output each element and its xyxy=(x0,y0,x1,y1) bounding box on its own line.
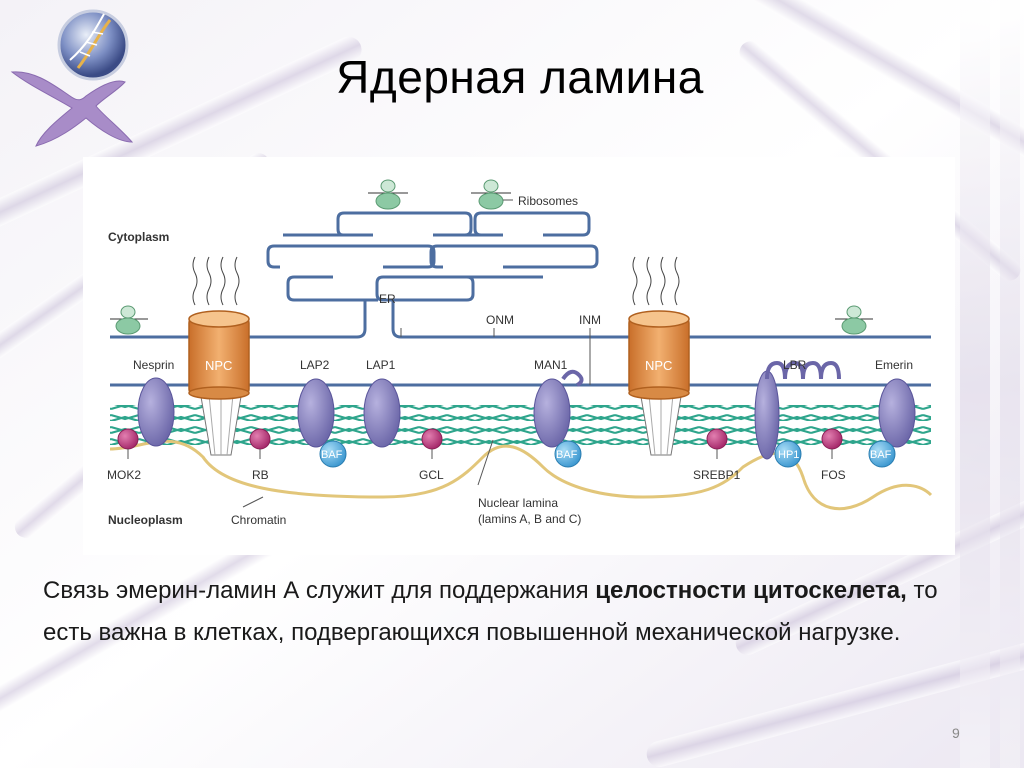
dna-globe-logo xyxy=(57,9,129,81)
body-bold-text: целостности xyxy=(595,577,747,604)
emerin-protein xyxy=(878,378,916,448)
lap2-label: LAP2 xyxy=(300,358,330,372)
npc-label: NPC xyxy=(205,358,232,373)
nuclear-pore-complex xyxy=(628,256,690,456)
rb-protein xyxy=(249,428,271,459)
gcl-protein xyxy=(421,428,443,459)
npc-label: NPC xyxy=(645,358,672,373)
man1-label: MAN1 xyxy=(534,358,568,372)
emerin-label: Emerin xyxy=(875,358,913,372)
nesprin-protein xyxy=(137,377,175,447)
baf-protein xyxy=(554,440,582,468)
body-bold-text: цитоскелета, xyxy=(753,577,907,604)
chromatin-label: Chromatin xyxy=(231,513,286,527)
ribosome-icon xyxy=(835,305,873,335)
chromosome-icon xyxy=(10,71,134,147)
ribosomes-label: Ribosomes xyxy=(518,194,578,208)
baf-protein xyxy=(319,440,347,468)
body-paragraph: Связь эмерин-ламин А служит для поддержа… xyxy=(43,570,973,654)
nuclear-lamina-label: Nuclear lamina xyxy=(478,496,558,510)
nesprin-label: Nesprin xyxy=(133,358,174,372)
nucleoplasm-label: Nucleoplasm xyxy=(108,513,183,527)
mok2-label: MOK2 xyxy=(107,468,141,482)
lap2-protein xyxy=(297,378,335,448)
fos-protein xyxy=(821,428,843,459)
mok2-protein xyxy=(117,428,139,459)
baf-label: BAF xyxy=(556,449,578,461)
chromatin-fiber xyxy=(109,439,933,511)
fos-label: FOS xyxy=(821,468,846,482)
ribosome-icon xyxy=(471,179,511,210)
baf-label: BAF xyxy=(870,449,892,461)
rb-label: RB xyxy=(252,468,269,482)
inm-label: INM xyxy=(579,313,601,327)
hp1-protein xyxy=(774,440,802,468)
body-text-part: Связь эмерин-ламин А служит для поддержа… xyxy=(43,577,596,604)
endoplasmic-reticulum xyxy=(266,211,599,302)
cytoplasm-label: Cytoplasm xyxy=(108,230,169,244)
lbr-label: LBR xyxy=(783,358,807,372)
man1-protein xyxy=(533,378,571,448)
ribosome-icon xyxy=(110,305,148,335)
nuclear-lamina xyxy=(110,405,931,445)
nuclear-envelope-diagram: Cytoplasm Nucleoplasm Ribosomes ER ONM I… xyxy=(83,157,955,555)
slide-title: Ядерная ламина xyxy=(336,51,704,103)
lbr-protein xyxy=(754,370,780,460)
baf-protein xyxy=(868,440,896,468)
er-label: ER xyxy=(379,292,396,306)
nuclear-lamina-sublabel: (lamins A, B and C) xyxy=(478,512,581,526)
srebp1-label: SREBP1 xyxy=(693,468,741,482)
page-number: 9 xyxy=(952,725,960,741)
body-text-part: то есть важна в клетках, подвергающихся … xyxy=(43,577,938,646)
srebp1-protein xyxy=(706,428,728,459)
onm-label: ONM xyxy=(486,313,514,327)
lap1-label: LAP1 xyxy=(366,358,396,372)
lap1-protein xyxy=(363,378,401,448)
ribosome-icon xyxy=(368,179,408,210)
hp1-label: HP1 xyxy=(778,449,799,461)
baf-label: BAF xyxy=(321,449,343,461)
nuclear-pore-complex xyxy=(188,256,250,456)
gcl-label: GCL xyxy=(419,468,444,482)
